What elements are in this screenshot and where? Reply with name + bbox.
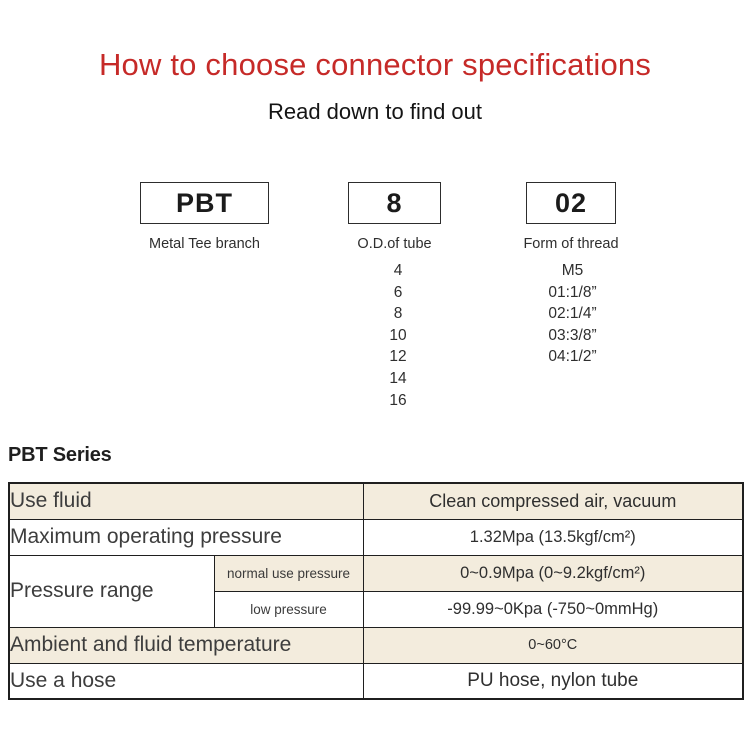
thread-form-options: M5 01:1/8” 02:1/4” 03:3/8” 04:1/2” (510, 260, 635, 368)
code-box-thread: 02 (526, 182, 616, 224)
spec-value-use-fluid: Clean compressed air, vacuum (362, 482, 744, 520)
thread-form-option: M5 (561, 262, 584, 279)
spec-label-use-fluid: Use fluid (8, 482, 364, 520)
spec-value-low-pressure: -99.99~0Kpa (-750~0mmHg) (362, 590, 744, 628)
code-box-series: PBT (140, 182, 269, 224)
code-box-tube-od-label: O.D.of tube (357, 236, 432, 252)
spec-table: Use fluid Clean compressed air, vacuum M… (8, 482, 745, 700)
spec-value-normal-pressure: 0~0.9Mpa (0~9.2kgf/cm²) (362, 554, 744, 592)
spec-value-temperature: 0~60°C (362, 626, 744, 664)
spec-label-max-pressure: Maximum operating pressure (8, 518, 364, 556)
spec-value-hose: PU hose, nylon tube (362, 662, 744, 700)
code-box-tube-od: 8 (348, 182, 441, 224)
tube-od-option: 16 (389, 391, 407, 409)
tube-od-option: 4 (393, 262, 403, 279)
tube-od-options: 4 6 8 10 12 14 16 (348, 260, 448, 411)
table-row: low pressure -99.99~0Kpa (-750~0mmHg) (9, 590, 744, 628)
tube-od-option: 12 (389, 348, 407, 366)
spec-label-pressure-range: Pressure range (8, 554, 215, 628)
page-title: How to choose connector specifications (98, 47, 652, 82)
code-box-series-text: PBT (176, 187, 233, 218)
table-row: Ambient and fluid temperature 0~60°C (8, 626, 744, 664)
spec-label-temperature: Ambient and fluid temperature (8, 626, 364, 664)
tube-od-option: 8 (393, 305, 403, 323)
spec-value-max-pressure: 1.32Mpa (13.5kgf/cm²) (362, 518, 744, 556)
thread-form-option: 03:3/8” (548, 326, 597, 344)
spec-label-hose: Use a hose (8, 662, 364, 700)
thread-form-option: 02:1/4” (548, 305, 597, 323)
spec-sublabel-low-pressure: low pressure (213, 590, 364, 628)
page-subtitle: Read down to find out (267, 99, 483, 124)
thread-form-option: 01:1/8” (548, 283, 597, 301)
code-box-thread-label: Form of thread (523, 236, 619, 252)
code-box-series-label: Metal Tee branch (149, 236, 260, 252)
tube-od-option: 14 (389, 369, 407, 387)
code-box-tube-od-text: 8 (386, 187, 403, 218)
thread-form-option: 04:1/2” (548, 348, 597, 366)
table-row: Use fluid Clean compressed air, vacuum (8, 482, 744, 520)
series-heading: PBT Series (8, 444, 112, 466)
code-box-thread-text: 02 (554, 187, 588, 218)
table-row: Maximum operating pressure 1.32Mpa (13.5… (8, 518, 744, 556)
tube-od-option: 6 (393, 283, 403, 301)
table-row: Pressure range normal use pressure 0~0.9… (8, 554, 744, 628)
tube-od-option: 10 (389, 326, 407, 344)
spec-sublabel-normal-pressure: normal use pressure (213, 554, 364, 592)
table-row: Use a hose PU hose, nylon tube (8, 662, 744, 700)
